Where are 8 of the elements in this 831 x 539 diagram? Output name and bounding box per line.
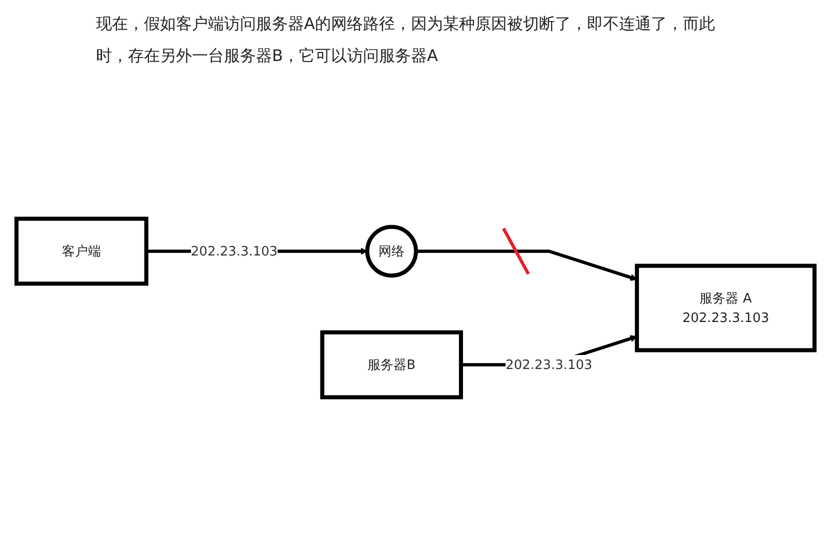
arrow xyxy=(416,250,638,281)
node-circle: 网络 xyxy=(365,224,418,278)
node-box: 客户端 xyxy=(14,216,148,286)
edge-label: 202.23.3.103 xyxy=(506,356,592,372)
title: 现在，假如客户端访问服务器A的网络路径，因为某种原因被切断了，即不连通了，而此时，存在另外一台服务器B，它可以访问服务器A xyxy=(96,13,716,67)
edge-label: 202.23.3.103 xyxy=(190,243,278,259)
node-box: 服务器B xyxy=(320,330,463,400)
node-box: 服务器 A 202.23.3.103 xyxy=(634,264,817,352)
